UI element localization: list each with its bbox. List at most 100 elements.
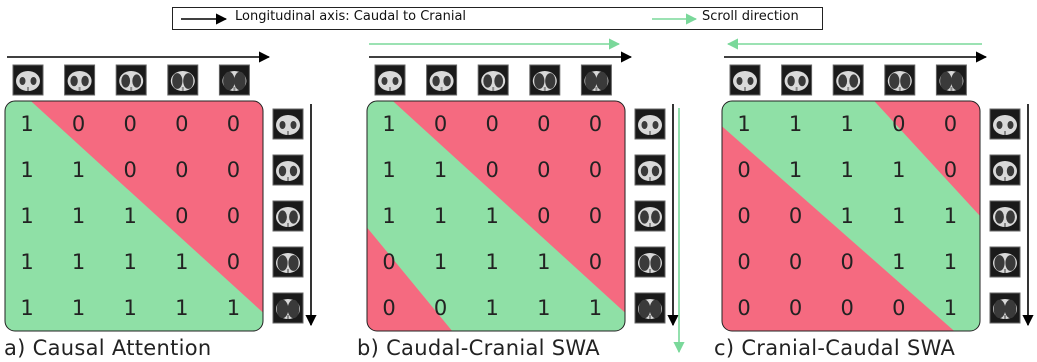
mask-value: 0 <box>227 250 240 274</box>
mask-value: 0 <box>737 158 750 182</box>
mask-value: 0 <box>124 112 137 136</box>
mask-value: 1 <box>72 158 85 182</box>
caption-a: a) Causal Attention <box>4 336 212 360</box>
ct-slice-thumb <box>272 200 304 232</box>
mask-value: 1 <box>382 158 395 182</box>
mask-matrix <box>722 101 980 331</box>
ct-slice-thumb <box>634 246 666 278</box>
matrix-border <box>366 100 626 332</box>
ct-slice-thumb <box>884 64 916 96</box>
mask-value: 0 <box>589 204 602 228</box>
mask-value: 1 <box>124 204 137 228</box>
mask-value: 1 <box>486 204 499 228</box>
mask-value: 0 <box>789 250 802 274</box>
ct-slice-thumb <box>218 64 250 96</box>
ct-slice-thumb <box>374 64 406 96</box>
attend-region <box>722 101 980 331</box>
ct-slice-thumb <box>634 154 666 186</box>
mask-matrix <box>5 101 263 331</box>
mask-value: 1 <box>72 250 85 274</box>
mask-value: 1 <box>892 250 905 274</box>
caption-b: b) Caudal-Cranial SWA <box>357 336 600 360</box>
mask-value: 0 <box>434 112 447 136</box>
matrix-border <box>721 100 981 332</box>
ct-slice-thumb <box>729 64 761 96</box>
ct-slice-thumb <box>272 292 304 324</box>
ct-slice-thumb <box>529 64 561 96</box>
mask-value: 0 <box>434 296 447 320</box>
ct-slice-thumb <box>272 246 304 278</box>
caption-c: c) Cranial-Caudal SWA <box>714 336 956 360</box>
mask-value: 1 <box>124 296 137 320</box>
mask-value: 1 <box>944 204 957 228</box>
mask-value: 0 <box>789 296 802 320</box>
mask-value: 1 <box>20 204 33 228</box>
mask-value: 1 <box>944 250 957 274</box>
ct-slice-thumb <box>272 108 304 140</box>
legend-scroll-label: Scroll direction <box>702 9 799 24</box>
mask-value: 0 <box>537 204 550 228</box>
mask-value: 1 <box>537 296 550 320</box>
mask-value: 0 <box>589 112 602 136</box>
ct-slice-thumb <box>989 292 1021 324</box>
ct-slice-thumb <box>12 64 44 96</box>
mask-value: 0 <box>72 112 85 136</box>
ct-slice-thumb <box>426 64 458 96</box>
mask-value: 0 <box>537 112 550 136</box>
mask-value: 1 <box>20 296 33 320</box>
mask-value: 0 <box>227 204 240 228</box>
mask-value: 0 <box>486 112 499 136</box>
mask-value: 0 <box>944 158 957 182</box>
mask-value: 1 <box>841 204 854 228</box>
mask-value: 1 <box>434 204 447 228</box>
legend-axis-label: Longitudinal axis: Caudal to Cranial <box>235 9 467 24</box>
mask-value: 0 <box>944 112 957 136</box>
mask-value: 0 <box>486 158 499 182</box>
mask-value: 1 <box>20 158 33 182</box>
ct-slice-thumb <box>167 64 199 96</box>
ct-slice-thumb <box>477 64 509 96</box>
ct-slice-thumb <box>580 64 612 96</box>
mask-value: 0 <box>382 250 395 274</box>
legend-box <box>172 7 823 30</box>
ct-slice-thumb <box>989 246 1021 278</box>
mask-value: 1 <box>892 204 905 228</box>
mask-value: 1 <box>434 158 447 182</box>
mask-value: 1 <box>789 112 802 136</box>
mask-value: 1 <box>20 112 33 136</box>
mask-value: 0 <box>227 112 240 136</box>
mask-value: 0 <box>124 158 137 182</box>
mask-matrix <box>367 101 625 331</box>
mask-value: 1 <box>434 250 447 274</box>
mask-value: 1 <box>537 250 550 274</box>
mask-value: 0 <box>892 112 905 136</box>
mask-value: 1 <box>589 296 602 320</box>
mask-value: 1 <box>892 158 905 182</box>
mask-value: 0 <box>789 204 802 228</box>
ct-slice-thumb <box>272 154 304 186</box>
ct-slice-thumb <box>832 64 864 96</box>
mask-value: 1 <box>382 112 395 136</box>
mask-value: 1 <box>175 250 188 274</box>
mask-value: 1 <box>789 158 802 182</box>
mask-value: 1 <box>382 204 395 228</box>
ct-slice-thumb <box>634 200 666 232</box>
mask-value: 1 <box>737 112 750 136</box>
ct-slice-thumb <box>634 108 666 140</box>
mask-value: 0 <box>537 158 550 182</box>
mask-value: 0 <box>841 296 854 320</box>
ct-slice-thumb <box>989 154 1021 186</box>
mask-value: 0 <box>175 112 188 136</box>
mask-value: 0 <box>841 250 854 274</box>
attend-region <box>5 101 263 331</box>
mask-value: 1 <box>124 250 137 274</box>
ct-slice-thumb <box>989 108 1021 140</box>
matrix-border <box>4 100 264 332</box>
ct-slice-thumb <box>64 64 96 96</box>
mask-value: 0 <box>227 158 240 182</box>
mask-value: 1 <box>72 204 85 228</box>
